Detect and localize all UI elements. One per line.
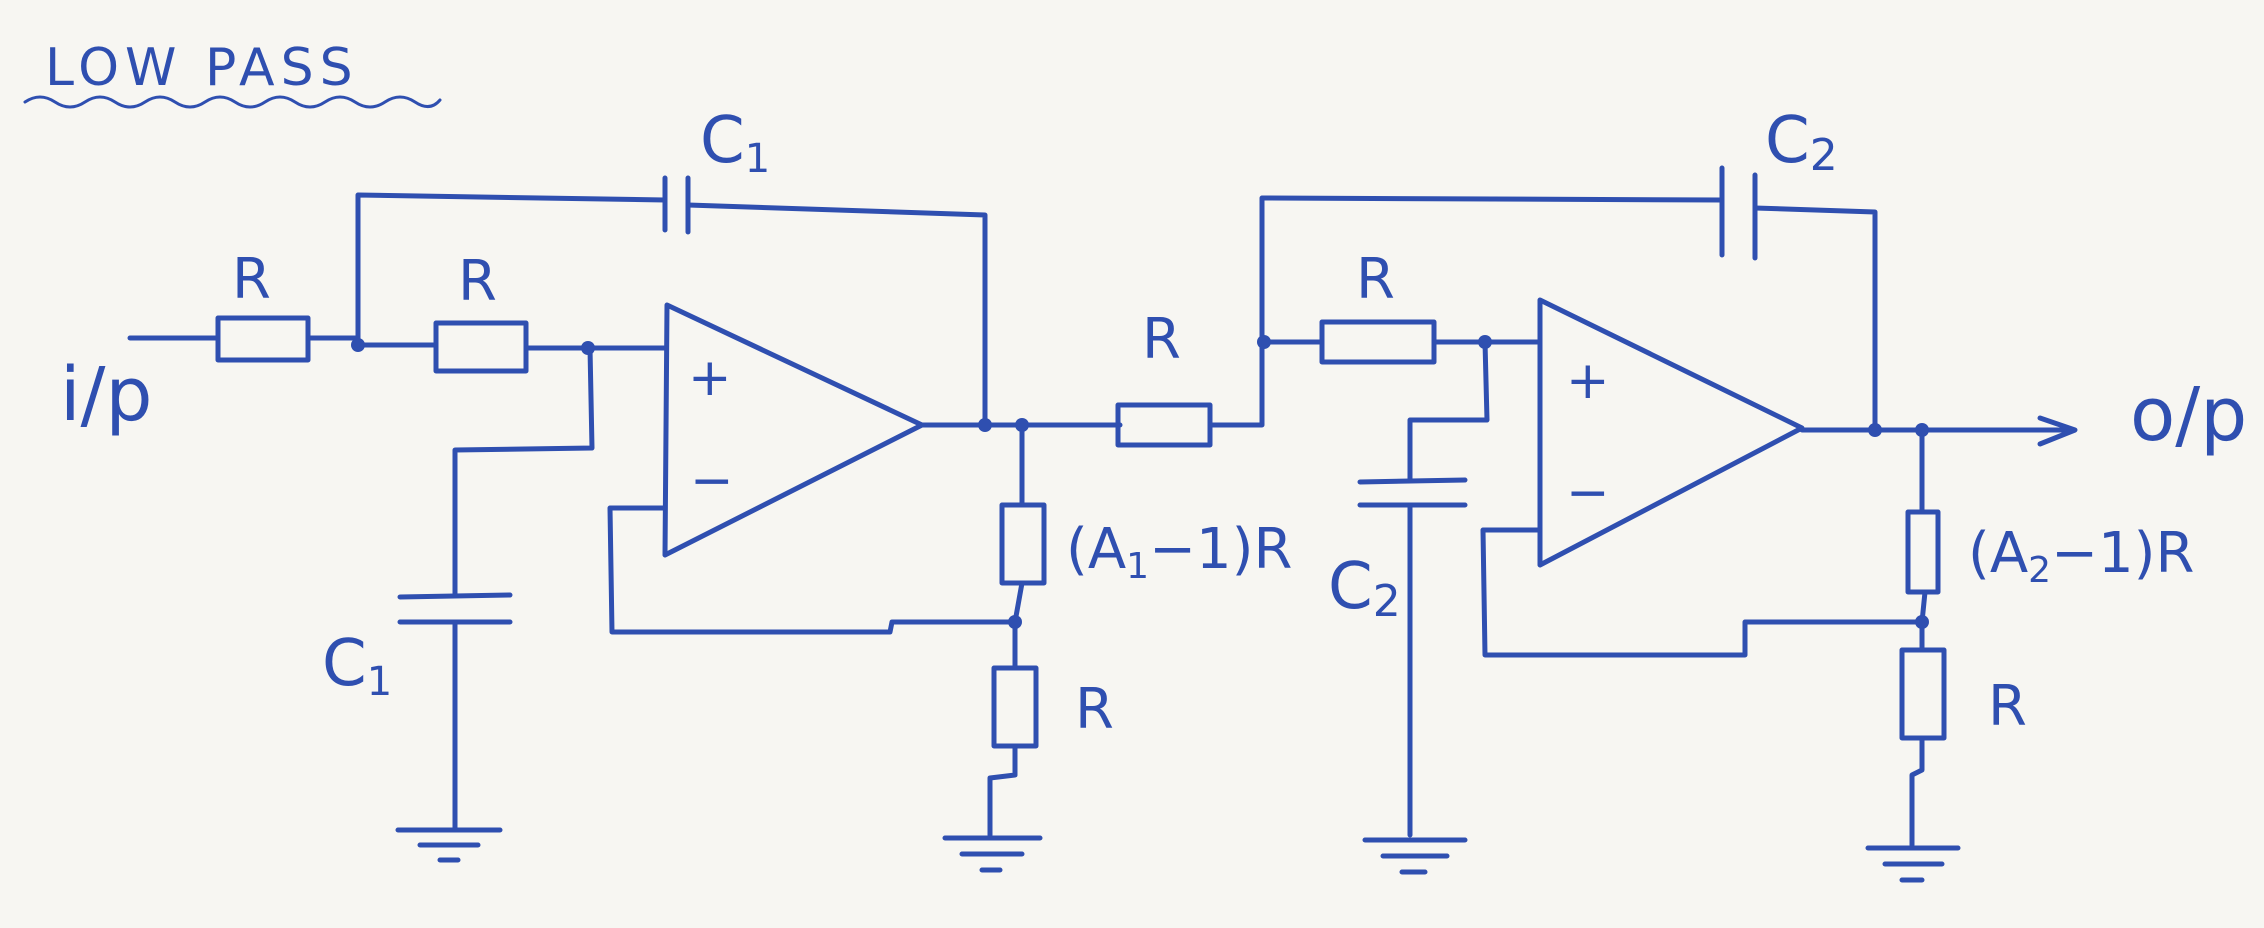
stage2-resistor-bottom [1899,647,1947,741]
output-label: o/p [2130,372,2247,458]
wire [452,345,595,598]
stage1-r-bottom-label: R [1075,677,1114,742]
wire [1407,339,1490,483]
ground-icon [1362,837,1468,875]
stage2-resistor-gain [1905,509,1941,595]
ground-icon [942,835,1043,873]
stage1-c-ground-label: C1 [322,627,392,705]
stage1-opamp-minus: − [690,451,734,511]
stage1-r-gain-label: (A1−1)R [1066,517,1292,587]
stage1-resistor-gain [999,502,1047,586]
input-label: i/p [60,352,152,438]
wire [1909,735,1925,848]
wire [1207,339,1265,428]
stage2-r-bottom-label: R [1988,674,2027,739]
stage1-resistor-bottom [991,665,1039,749]
stage2-r-link-label: R [1142,307,1181,372]
wire [1752,205,1878,433]
junction [1008,615,1022,629]
stage2-capacitor-feedback [1719,165,1758,261]
stage1-resistor-mid [433,320,529,374]
wire [1480,527,1925,658]
wire [685,202,988,431]
stage1-r-in-label: R [232,247,271,312]
stage1-opamp [662,302,925,558]
stage2-resistor-link [1115,402,1213,448]
stage2-opamp-plus: + [1566,351,1610,411]
junction [978,418,992,432]
stage-2: + − [1257,165,2078,883]
stage2-resistor-in [1319,319,1437,365]
stage1-c-feedback-label: C1 [700,104,770,182]
stage2-capacitor-ground [1357,477,1468,508]
stage2-r-in-label: R [1356,247,1395,312]
junction [1915,615,1929,629]
output-arrow-icon [2037,415,2078,447]
wire [607,505,1018,635]
wire [355,192,668,348]
ground-icon [1865,845,1961,883]
stage2-c-feedback-label: C2 [1765,104,1838,181]
schematic-title: LOW PASS [45,38,359,98]
stage1-resistor-in [215,315,311,363]
stage1-capacitor-ground [397,592,513,625]
stage-1: + − [127,175,1113,873]
stage2-c-ground-label: C2 [1328,550,1401,627]
stage1-r-mid-label: R [458,249,497,314]
stage2-opamp-minus: − [1566,463,1610,523]
stage1-capacitor-feedback [662,175,691,235]
stage2-r-gain-label: (A2−1)R [1968,521,2194,591]
wire [987,743,1018,838]
ground-icon [395,827,503,863]
wire [1259,195,1725,345]
title-underline [23,95,442,109]
stage2-opamp [1537,297,1805,568]
stage1-opamp-plus: + [688,348,732,408]
junction [1868,423,1882,437]
